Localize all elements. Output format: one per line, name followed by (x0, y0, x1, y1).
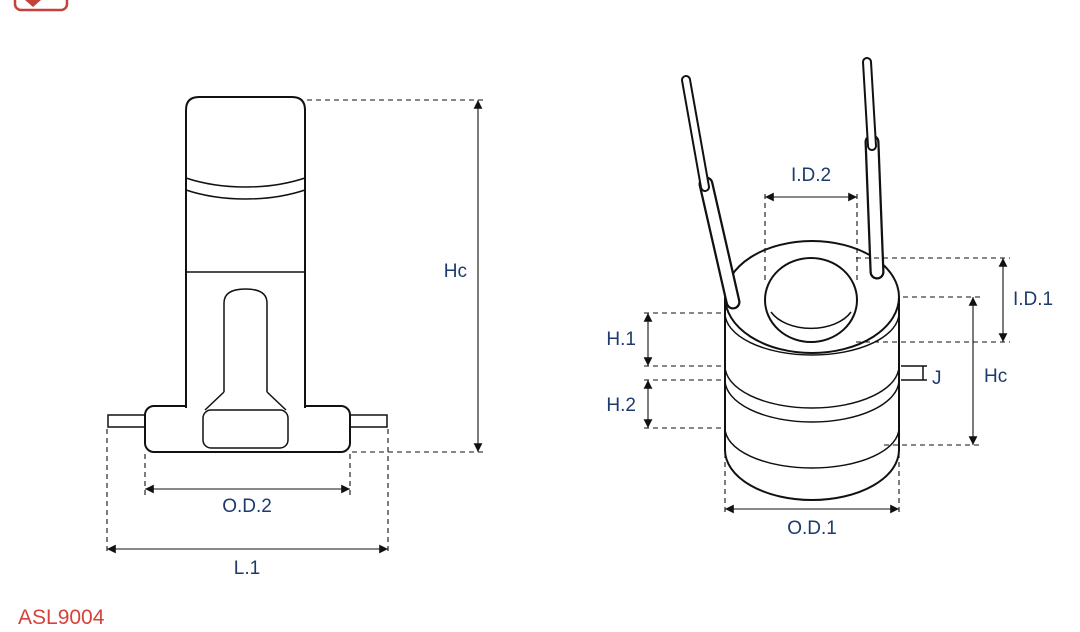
perspective-view-dimensions (642, 190, 1010, 516)
line-work (106, 57, 1010, 554)
dim-label-id2: I.D.2 (791, 165, 831, 186)
dim-label-id1: I.D.1 (1013, 289, 1053, 310)
dim-j-bracket (901, 365, 927, 381)
ring-arc-2 (724, 365, 900, 409)
shaft-grooves (185, 177, 306, 200)
flange-inner-detail (202, 409, 289, 449)
dim-label-h2: H.2 (606, 395, 636, 416)
logo-fragment (13, 0, 69, 12)
dim-label-l1: L.1 (234, 558, 260, 579)
perspective-view-drawing (642, 57, 1010, 516)
dim-label-od2: O.D.2 (222, 496, 272, 517)
terminal-wire-right (862, 57, 885, 280)
cylinder-body (724, 297, 900, 501)
flange (144, 405, 351, 453)
dim-label-od1: O.D.1 (787, 518, 837, 539)
side-view-dimensions (106, 99, 484, 554)
inner-bore (764, 257, 858, 343)
part-number: ASL9004 (18, 606, 105, 629)
ring-arc-1 (724, 312, 900, 356)
dimension-labels: Hc O.D.2 L.1 I.D.2 I.D.1 Hc H.1 H.2 J O.… (222, 165, 1053, 579)
terminal-wire-left (681, 75, 741, 310)
inner-slot (223, 288, 268, 392)
dim-label-j: J (932, 368, 942, 389)
shaft-outline (185, 96, 306, 408)
side-view-drawing (106, 96, 484, 554)
ring-arc-4 (724, 427, 900, 469)
inner-slot-flare (204, 391, 287, 411)
flange-tab-right (350, 414, 388, 428)
dim-label-h1: H.1 (606, 329, 636, 350)
dim-label-hc-right: Hc (984, 366, 1007, 387)
ring-arc-3 (724, 379, 900, 423)
inner-bore-depth (770, 311, 852, 330)
flange-tab-left (107, 414, 145, 428)
dim-label-hc-left: Hc (444, 261, 467, 282)
